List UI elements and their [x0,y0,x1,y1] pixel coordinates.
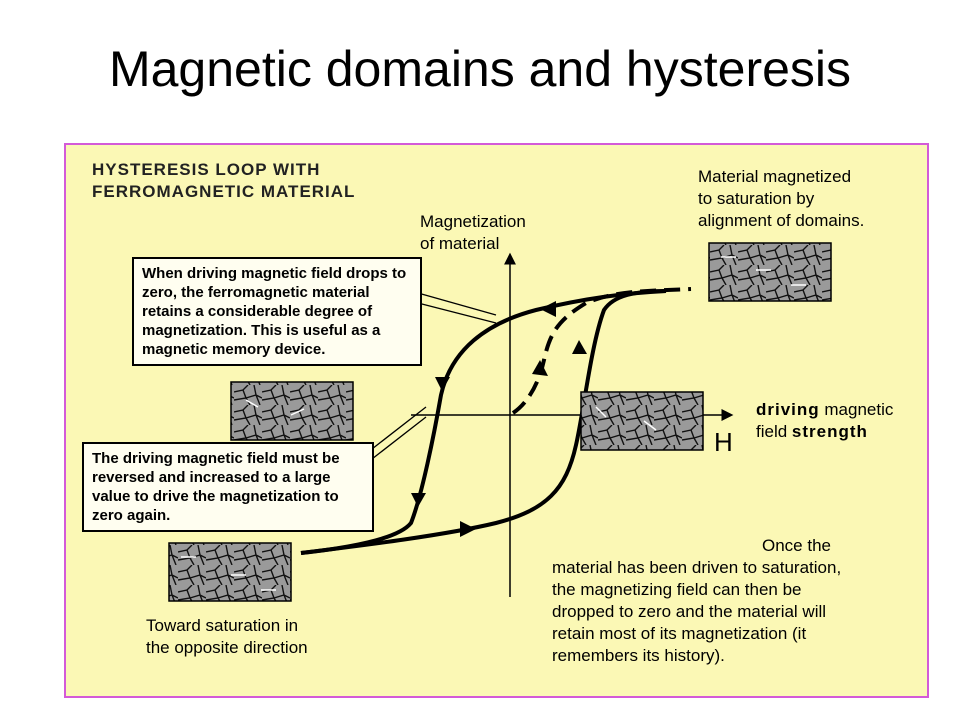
loop-ascending-curve [300,289,667,555]
loop-arrow-right [572,340,587,354]
loop-arrow-left-upper [435,377,450,391]
loop-arrow-bottom [460,521,476,537]
loop-descending-curve [300,289,667,555]
retention-callout: When driving magnetic field drops to zer… [132,257,422,366]
hysteresis-diagram-panel: HYSTERESIS LOOP WITH FERROMAGNETIC MATER… [64,143,929,698]
h-symbol: H [714,427,733,457]
memory-note: Once the material has been driven to sat… [552,536,842,665]
initial-magnetization-curve [511,287,692,415]
domain-picture-retained [230,381,354,441]
domain-picture-random [580,391,704,451]
diagram-heading: HYSTERESIS LOOP WITH FERROMAGNETIC MATER… [92,160,356,201]
loop-arrow-left-lower [411,493,426,507]
opposite-saturation-note: Toward saturation in the opposite direct… [146,616,308,657]
saturation-note: Material magnetized to saturation by ali… [698,167,865,230]
domain-picture-opposite [168,542,292,602]
coercive-field-callout: The driving magnetic field must be rever… [82,442,374,532]
loop-arrow-top [540,301,556,317]
hysteresis-diagram [168,242,832,602]
slide-title: Magnetic domains and hysteresis [108,41,852,97]
domain-picture-saturated [708,242,832,302]
initial-curve-arrow [532,360,548,376]
x-axis-label: driving magnetic field strength [756,400,894,441]
y-axis-label: Magnetization of material [420,212,526,253]
